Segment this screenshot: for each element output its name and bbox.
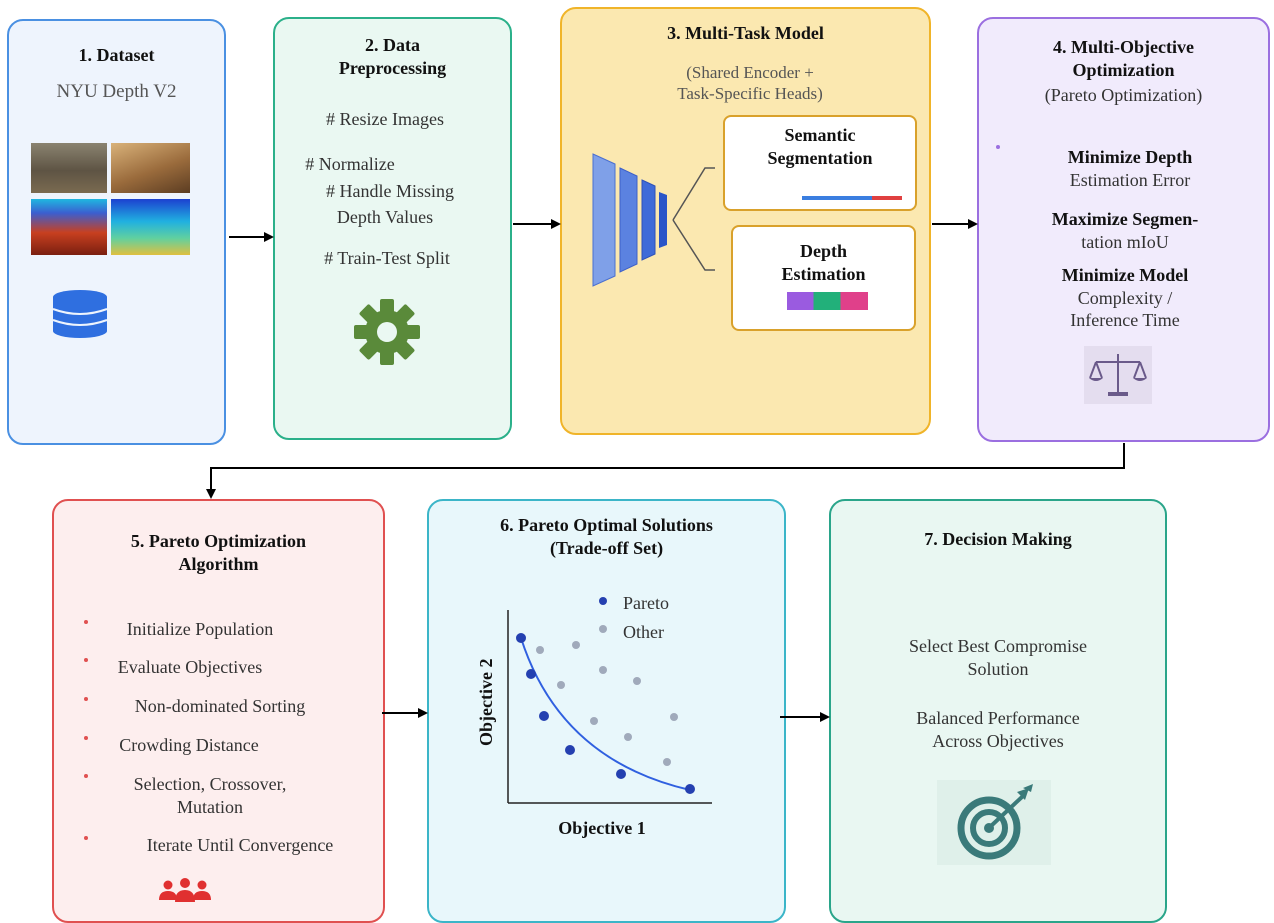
model-subtitle: (Shared Encoder + Task-Specific Heads) (677, 63, 823, 104)
pareto-point (685, 784, 695, 794)
other-points (536, 641, 678, 766)
semantic-segmentation-head (723, 115, 917, 211)
bullet (84, 697, 88, 701)
pareto-point (526, 669, 536, 679)
legend-pareto-label: Pareto (623, 593, 669, 613)
solutions-title: 6. Pareto Optimal Solutions (Trade-off S… (500, 515, 713, 558)
depth-estimation-head (731, 225, 916, 331)
pareto-algorithm-box (52, 499, 385, 923)
target-icon (937, 780, 1051, 865)
model-title: 3. Multi-Task Model (667, 23, 824, 43)
segmentation-bar (802, 196, 902, 200)
objective-complexity: Minimize Model Complexity / Inference Ti… (1061, 265, 1189, 330)
pareto-point (516, 633, 526, 643)
step-initialize: Initialize Population (126, 619, 274, 639)
rgb-image (31, 143, 107, 193)
step-resize: # Resize Images (326, 109, 444, 129)
gear-icon (354, 299, 420, 365)
depth-bar (787, 292, 868, 310)
depth-estimation-label: Depth Estimation (781, 241, 866, 284)
bullet (84, 836, 88, 840)
algorithm-title: 5. Pareto Optimization Algorithm (130, 531, 307, 574)
depth-image (111, 199, 190, 255)
mo-bullet (996, 145, 1000, 149)
dataset-image-grid (31, 143, 191, 255)
decision-title: 7. Decision Making (924, 529, 1072, 549)
pareto-point (616, 769, 626, 779)
pareto-front-curve (520, 637, 691, 791)
legend-pareto-marker (599, 597, 607, 605)
mo-subtitle: (Pareto Optimization) (1044, 85, 1203, 105)
decision-text-2: Balanced Performance Across Objectives (916, 708, 1080, 751)
other-point (663, 758, 671, 766)
step-train-test-split: # Train-Test Split (324, 248, 450, 268)
legend-other-label: Other (623, 622, 664, 642)
pareto-solutions-box (427, 499, 786, 923)
pareto-points (516, 633, 695, 794)
semantic-segmentation-label: Semantic Segmentation (767, 125, 873, 168)
x-axis-label: Objective 1 (558, 818, 646, 838)
pareto-point (539, 711, 549, 721)
step-handle-missing-2: Depth Values (336, 207, 434, 227)
depth-image (31, 199, 107, 255)
y-axis-label: Objective 2 (475, 658, 496, 746)
other-point (572, 641, 580, 649)
step-evaluate: Evaluate Objectives (117, 657, 263, 677)
other-point (633, 677, 641, 685)
dataset-subtitle: NYU Depth V2 (56, 81, 177, 102)
other-point (536, 646, 544, 654)
rgb-image (111, 143, 190, 193)
preprocessing-box (273, 17, 512, 440)
step-sorting: Non-dominated Sorting (134, 696, 306, 716)
step-iterate: Iterate Until Convergence (146, 835, 334, 855)
bullet (84, 620, 88, 624)
other-point (624, 733, 632, 741)
bullet (84, 736, 88, 740)
other-point (590, 717, 598, 725)
database-icon (52, 290, 108, 338)
pareto-point (565, 745, 575, 755)
step-handle-missing: # Handle Missing (326, 181, 454, 201)
bullet (84, 774, 88, 778)
other-point (557, 681, 565, 689)
arrow-4-to-5 (206, 443, 1125, 499)
step-selection: Selection, Crossover, Mutation (133, 774, 287, 817)
legend-other-marker (599, 625, 607, 633)
objective-depth: Minimize Depth Estimation Error (1067, 147, 1193, 190)
mo-title: 4. Multi-Objective Optimization (1053, 37, 1194, 80)
pareto-chart (507, 597, 712, 804)
step-normalize: # Normalize (305, 154, 395, 174)
bullet (84, 658, 88, 662)
dataset-title: 1. Dataset (78, 45, 155, 65)
other-point (670, 713, 678, 721)
users-icon (159, 878, 211, 902)
encoder-icon (592, 153, 715, 287)
objective-segmentation: Maximize Segmen- tation mIoU (1051, 209, 1199, 252)
step-crowding: Crowding Distance (119, 735, 259, 755)
preprocessing-title: 2. Data Preprocessing (338, 35, 447, 78)
decision-text-1: Select Best Compromise Solution (909, 636, 1087, 679)
scale-icon (1084, 346, 1152, 404)
other-point (599, 666, 607, 674)
